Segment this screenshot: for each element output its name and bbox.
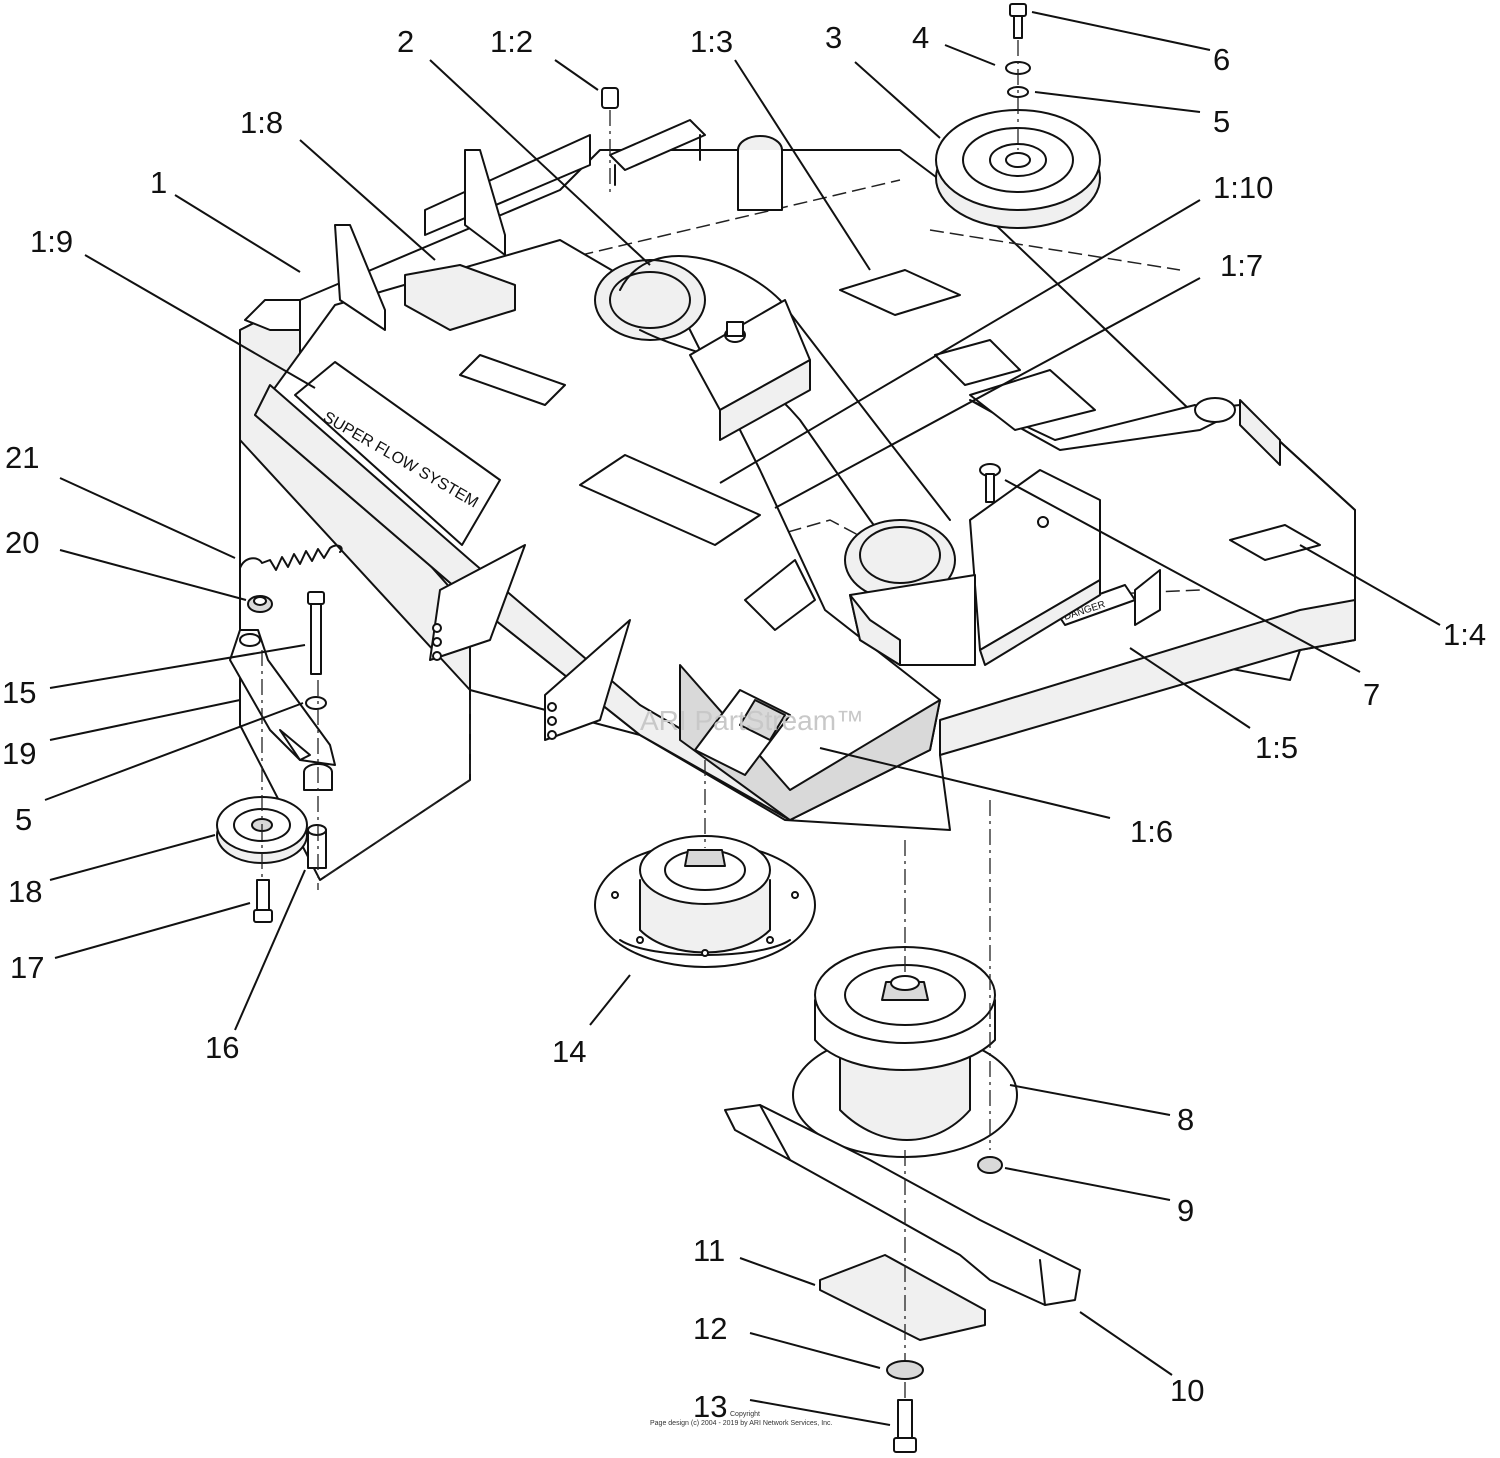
- callout-3: 3: [825, 20, 842, 55]
- callout-14: 14: [552, 1034, 586, 1069]
- callout-labels: 1 1:2 1:3 1:4 1:5 1:6 1:7 1:8 1:9 1:10 2…: [2, 20, 1486, 1424]
- decal-1-6: [694, 689, 791, 776]
- discharge-shroud: [849, 574, 976, 666]
- callout-20: 20: [5, 525, 39, 560]
- spindle-14: [594, 835, 816, 968]
- callout-16: 16: [205, 1030, 239, 1065]
- callout-17: 17: [10, 950, 44, 985]
- right-pivot-housing: [969, 469, 1161, 666]
- bolt-13: [893, 1399, 917, 1453]
- mulch-plate-11: [819, 1254, 986, 1341]
- callout-7: 7: [1363, 677, 1380, 712]
- callout-13: 13: [693, 1389, 727, 1424]
- callout-1-6: 1:6: [1130, 814, 1173, 849]
- callout-6: 6: [1213, 42, 1230, 77]
- belt-cover-shield: [254, 239, 941, 821]
- callout-11: 11: [693, 1233, 725, 1268]
- bolt-6: [1009, 3, 1027, 39]
- rear-tube-bracket: [609, 119, 783, 211]
- nut-9: [977, 1156, 1003, 1174]
- washer-12: [886, 1360, 924, 1380]
- decal-1-10: [579, 454, 761, 546]
- callout-5-left: 5: [15, 802, 32, 837]
- callout-1-5: 1:5: [1255, 730, 1298, 765]
- callout-1-3: 1:3: [690, 24, 733, 59]
- drive-belt: [594, 255, 956, 601]
- callout-1-8: 1:8: [240, 105, 283, 140]
- decal-1-4: [1229, 524, 1321, 561]
- callout-9: 9: [1177, 1193, 1194, 1228]
- callout-1-10: 1:10: [1213, 170, 1273, 205]
- blade-10: [724, 1104, 1081, 1306]
- bolt-17: [253, 879, 273, 923]
- decal-1-8: [404, 264, 516, 331]
- decal-right-center: [969, 369, 1096, 431]
- copyright-line-2: Page design (c) 2004 - 2019 by ARI Netwo…: [650, 1420, 833, 1427]
- watermark-text: ARI PartStream™: [640, 705, 864, 736]
- callout-18: 18: [8, 874, 42, 909]
- copyright-line-1: Copyright: [730, 1411, 760, 1418]
- callout-5-top: 5: [1213, 104, 1230, 139]
- callout-15: 15: [2, 675, 36, 710]
- callout-8: 8: [1177, 1102, 1194, 1137]
- idler-pulley-top: [935, 109, 1101, 229]
- callout-4: 4: [912, 20, 929, 55]
- callout-19: 19: [2, 736, 36, 771]
- mount-plates: [334, 149, 816, 741]
- callout-10: 10: [1170, 1373, 1204, 1408]
- callout-21: 21: [5, 440, 39, 475]
- washer-5-left: [305, 696, 327, 710]
- bolt-7: [979, 463, 1001, 503]
- center-bracket: [689, 299, 811, 441]
- callout-1-4: 1:4: [1443, 617, 1486, 652]
- callout-1-9: 1:9: [30, 224, 73, 259]
- bolt-15: [307, 591, 325, 675]
- nut-20: [247, 595, 273, 613]
- leader-lines: [44, 11, 1441, 1426]
- callout-12: 12: [693, 1311, 727, 1346]
- callout-2: 2: [397, 24, 414, 59]
- callout-1: 1: [150, 165, 167, 200]
- callout-1-2: 1:2: [490, 24, 533, 59]
- idler-arm-19: [229, 629, 336, 766]
- spindle-pulley-8: [792, 946, 1018, 1158]
- cap-1-2: [601, 87, 619, 195]
- callout-1-7: 1:7: [1220, 248, 1263, 283]
- spring-21: [239, 544, 343, 571]
- decal-1-3: [839, 269, 961, 316]
